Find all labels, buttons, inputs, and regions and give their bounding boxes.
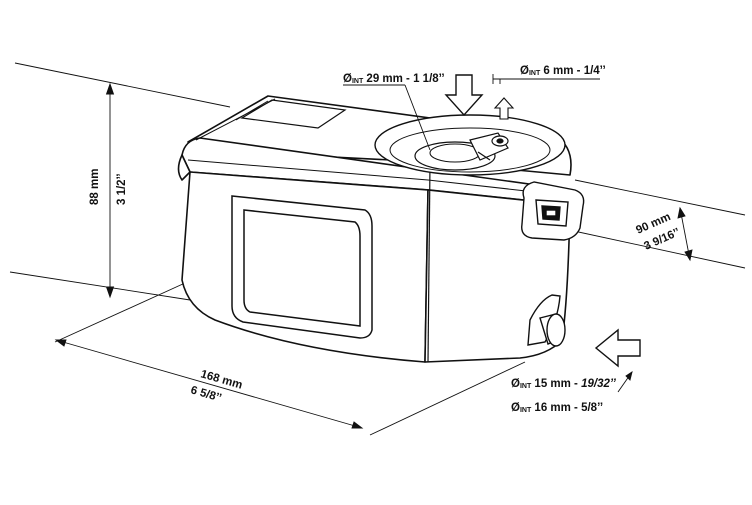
inlet-basin (374, 114, 566, 176)
front-panel (231, 195, 373, 339)
leader-lines (343, 74, 633, 393)
inlet-diameter-label: ØINT 29 mm - 1 1/8’’ (343, 73, 445, 85)
depth-dimension (677, 206, 693, 262)
outlet-nipple (469, 132, 509, 161)
side-inlet-16mm-label: ØINT 16 mm - 5/8’’ (511, 402, 603, 414)
length-imperial-label: 6 5/8’’ (189, 384, 223, 404)
side-bracket (521, 181, 585, 241)
flow-left-arrow-icon (594, 328, 641, 368)
height-imperial-label: 3 1/2’’ (116, 173, 128, 205)
length-dimension (54, 339, 364, 429)
outlet-diameter-label: ØINT 6 mm - 1/4’’ (520, 65, 606, 77)
height-dimension (105, 82, 115, 299)
side-inlet-15mm-label: ØINT 15 mm - 19/32’’ (511, 378, 617, 390)
side-inlet-pipe (527, 294, 566, 347)
flow-down-arrow-icon (444, 74, 484, 117)
flow-up-arrow-icon (493, 97, 515, 120)
reference-lines (9, 62, 746, 436)
height-metric-label: 88 mm (89, 169, 101, 205)
